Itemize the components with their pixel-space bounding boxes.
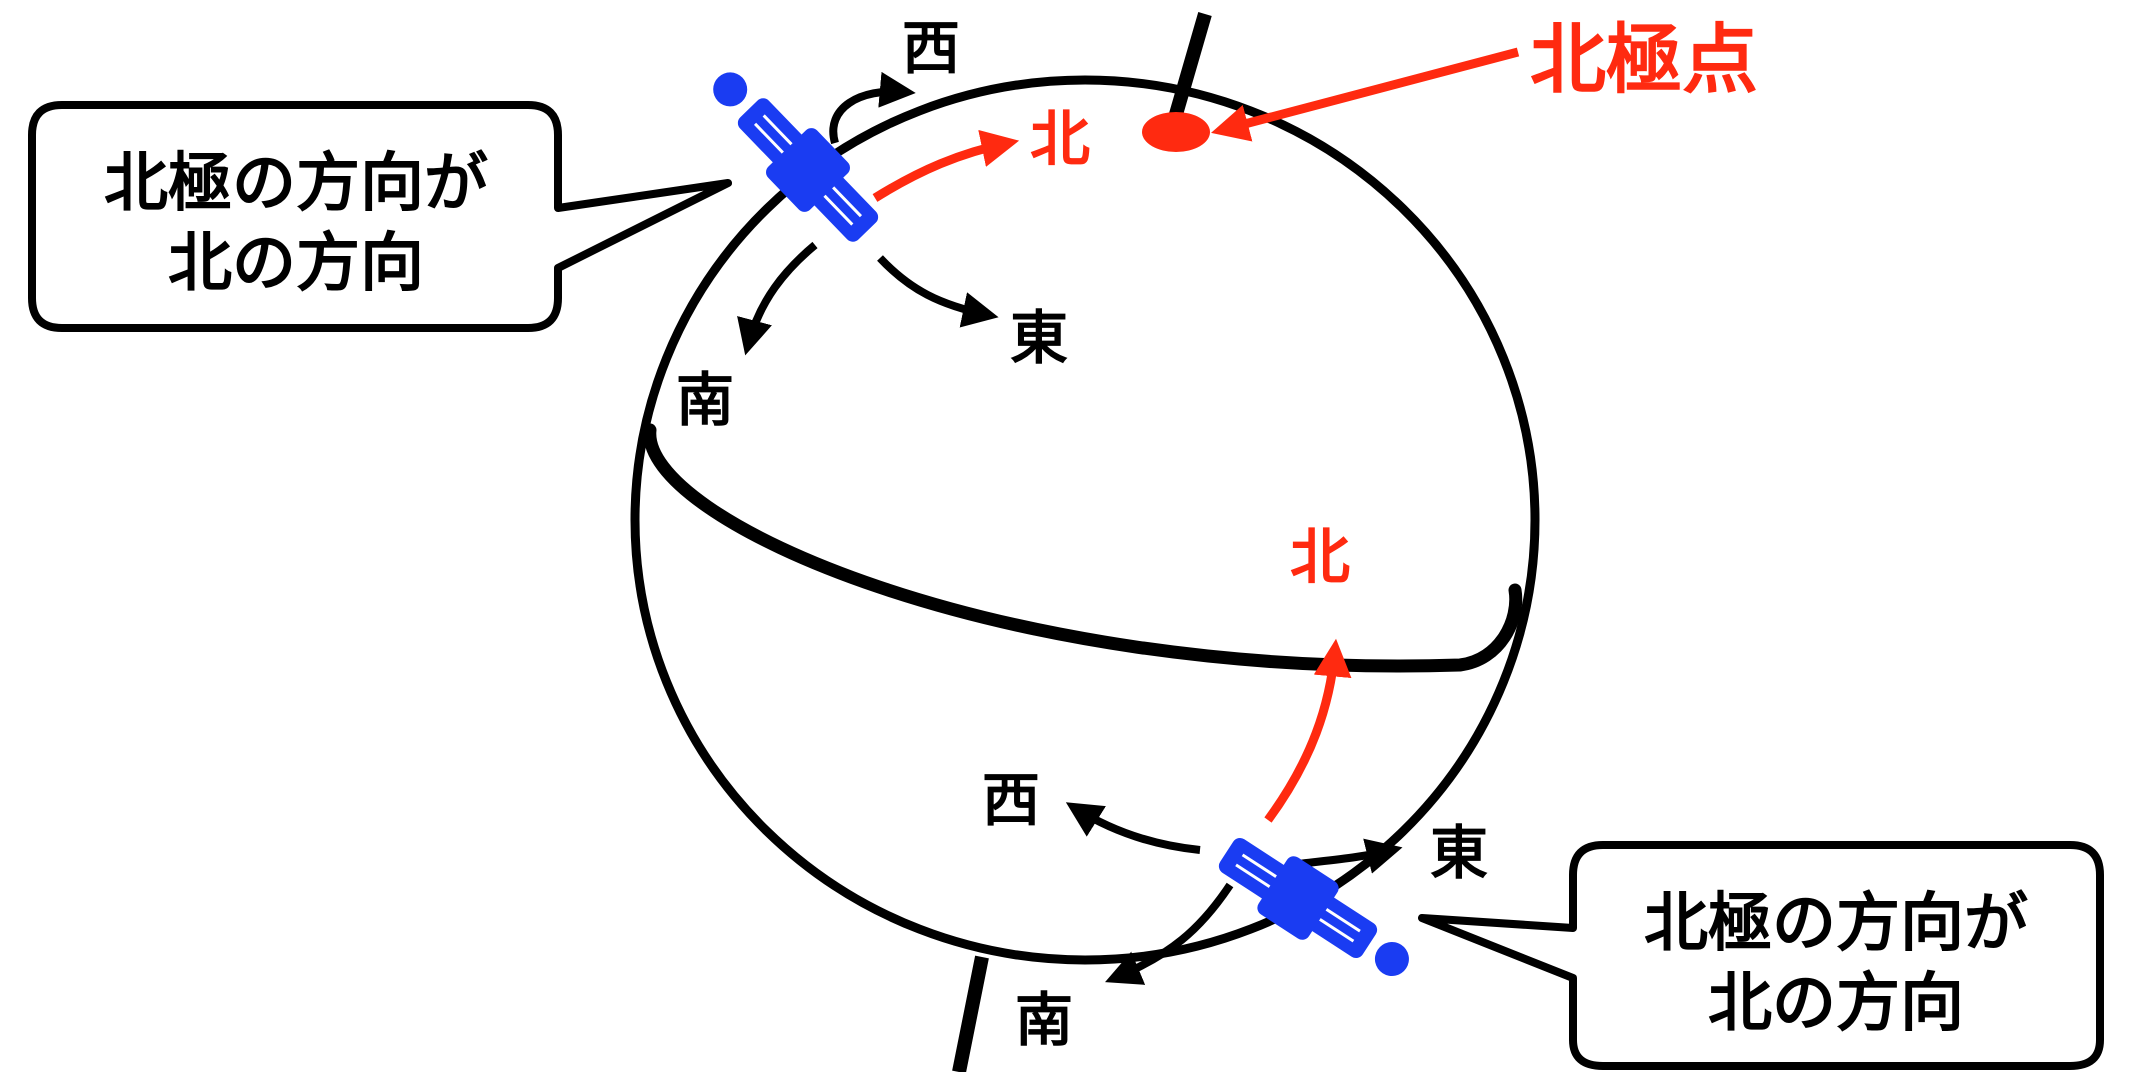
- north-pole-dot: [1142, 112, 1210, 152]
- equator-line: [643, 423, 1523, 673]
- bottom-north-arrow: [1264, 638, 1352, 823]
- top-west-label: 西: [902, 14, 960, 82]
- top-north-arrow: [872, 129, 1020, 202]
- top-south-label: 南: [676, 366, 734, 434]
- callout-top-left: 北極の方向が 北の方向: [28, 101, 732, 332]
- bottom-south-arrow: [1105, 882, 1234, 985]
- axis-bottom: [952, 955, 989, 1072]
- bottom-south-label: 南: [1015, 986, 1073, 1054]
- top-south-arrow: [737, 241, 818, 356]
- top-west-arrow: [829, 71, 916, 145]
- person-icon-bottom: [1206, 821, 1427, 999]
- callout-bottom-right-line1: 北極の方向が: [1644, 887, 2028, 961]
- bottom-west-arrow: [1065, 802, 1201, 854]
- top-east-arrow: [877, 255, 999, 328]
- bottom-west-label: 西: [982, 766, 1040, 834]
- callout-bottom-right-line2: 北の方向: [1708, 967, 1964, 1041]
- callout-top-left-line1: 北極の方向が: [104, 147, 488, 221]
- bottom-north-label: 北: [1290, 523, 1350, 593]
- top-east-label: 東: [1010, 304, 1068, 372]
- north-pole-pointer-arrow: [1211, 47, 1520, 142]
- north-pole-label: 北極点: [1530, 15, 1758, 104]
- callout-top-left-line2: 北の方向: [168, 227, 424, 301]
- callout-bottom-right: 北極の方向が 北の方向: [1418, 841, 2104, 1070]
- top-north-label: 北: [1030, 105, 1090, 175]
- globe-outline: [630, 75, 1540, 965]
- bottom-east-label: 東: [1430, 819, 1488, 887]
- person-icon-top: [692, 52, 894, 257]
